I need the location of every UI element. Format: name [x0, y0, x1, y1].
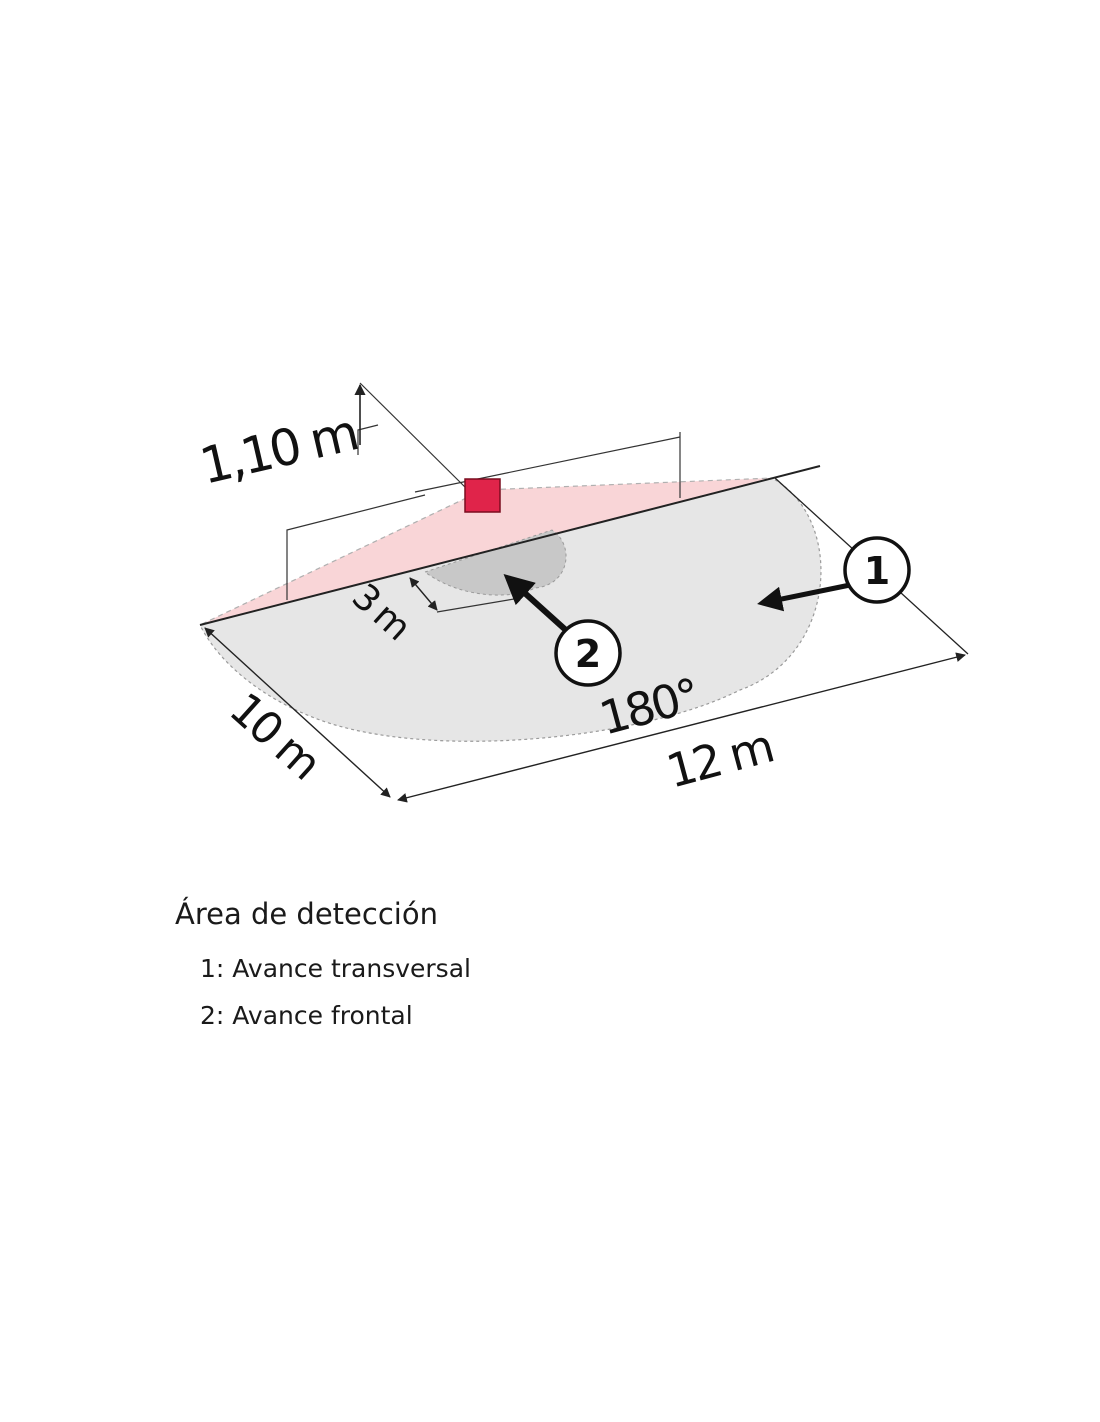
badge-1-label: 1	[864, 549, 890, 593]
depth-dimension-arrow	[204, 627, 391, 798]
horizon-line	[199, 465, 821, 626]
legend-title: Área de detección	[175, 897, 438, 931]
legend-item-frontal: 2: Avance frontal	[200, 1001, 413, 1030]
height-label: 1,10 m	[195, 404, 362, 496]
badge-1-circle	[843, 536, 911, 604]
width-dimension-arrow	[397, 652, 966, 803]
reference-line-left	[286, 494, 426, 600]
legend-item-transverse: 1: Avance transversal	[200, 954, 471, 983]
frontal-direction-arrow	[503, 573, 571, 635]
badge-2-circle	[554, 619, 622, 687]
sensor-device	[464, 478, 501, 513]
near-zone-dimension-arrow	[409, 577, 438, 611]
transverse-direction-arrow	[757, 582, 851, 612]
legend: Área de detección 1: Avance transversal …	[175, 892, 471, 1044]
badge-2-label: 2	[575, 632, 601, 676]
sensor-axis-line	[414, 436, 681, 493]
height-reference-line	[357, 424, 379, 455]
width-label: 12 m	[661, 719, 777, 799]
sensor-axis-line	[359, 382, 471, 493]
